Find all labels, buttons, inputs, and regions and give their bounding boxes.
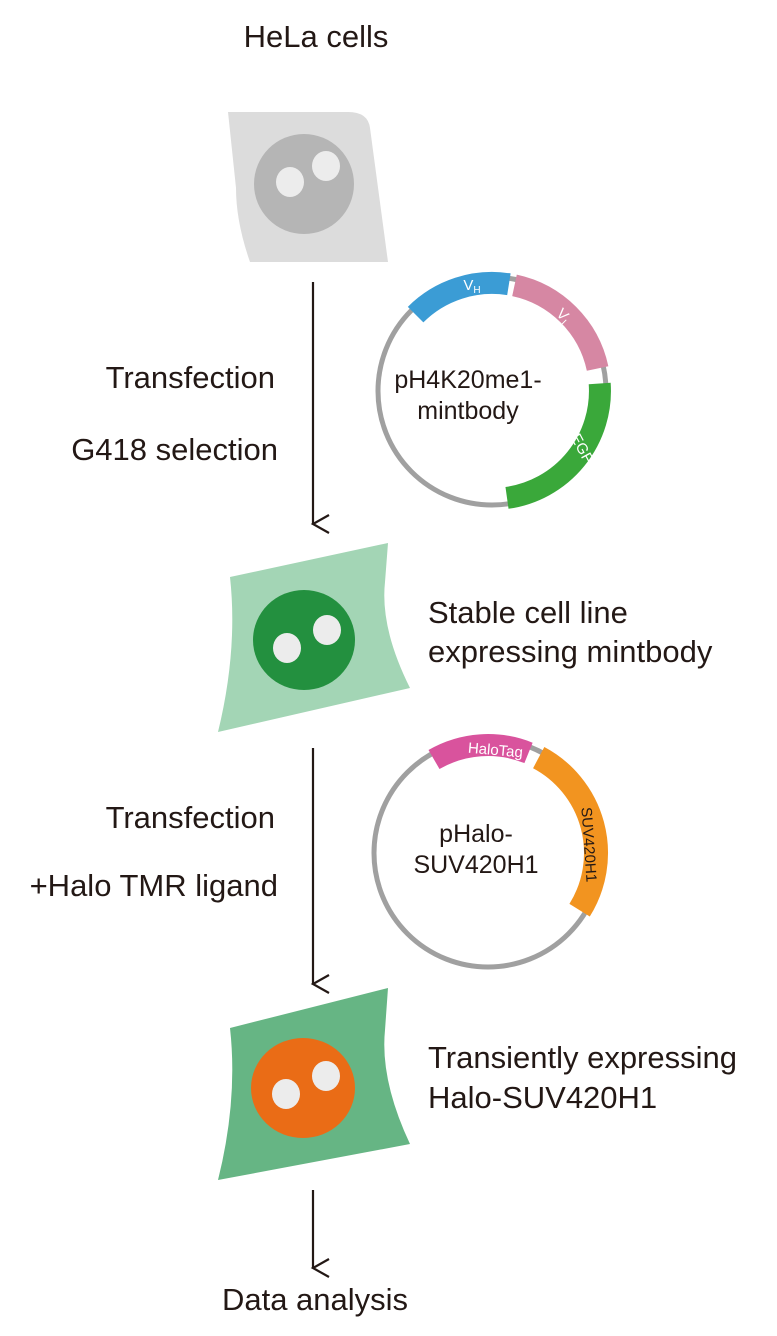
- halotag-segment: [428, 734, 533, 770]
- nucleolus-left: [272, 1079, 300, 1109]
- transfection-label-1: Transfection: [106, 360, 275, 395]
- plasmid2-name-line1: pHalo-: [439, 820, 513, 848]
- transient-cell-nucleus: [251, 1038, 355, 1138]
- nucleolus-right: [312, 151, 340, 181]
- g418-selection-label: G418 selection: [71, 432, 278, 467]
- nucleolus-right: [312, 1061, 340, 1091]
- nucleolus-left: [273, 633, 301, 663]
- hela-cells-label: HeLa cells: [244, 19, 389, 54]
- halotag-label: HaloTag: [467, 740, 523, 762]
- egfp-segment: [505, 382, 611, 509]
- data-analysis-label: Data analysis: [222, 1282, 408, 1317]
- suv420h1-label: SUV420H1: [577, 807, 599, 883]
- stable-line-label-2: expressing mintbody: [428, 634, 713, 669]
- plasmid2-name-line2: SUV420H1: [413, 851, 538, 879]
- stable-cell-nucleus: [253, 590, 355, 690]
- transfection-label-2: Transfection: [106, 800, 275, 835]
- plasmid1-name-line1: pH4K20me1-: [394, 366, 541, 394]
- transient-label-1: Transiently expressing: [428, 1040, 737, 1075]
- plasmid-ph4k20me1-mintbody: VH VL EGFP pH4K20me1- mintbody: [375, 271, 611, 509]
- suv420h1-segment: [532, 747, 609, 917]
- vl-segment: [511, 274, 609, 372]
- vh-label: VH: [463, 277, 480, 296]
- halo-tmr-ligand-label: +Halo TMR ligand: [30, 868, 278, 903]
- transient-label-2: Halo-SUV420H1: [428, 1080, 657, 1115]
- stable-line-label-1: Stable cell line: [428, 595, 628, 630]
- transient-cell-icon: [218, 988, 410, 1180]
- nucleolus-left: [276, 167, 304, 197]
- nucleolus-right: [313, 615, 341, 645]
- plasmid-phalo-suv420h1: HaloTag SUV420H1 pHalo- SUV420H1: [371, 734, 609, 970]
- plasmid1-name-line2: mintbody: [417, 397, 519, 425]
- hela-cell-icon: [228, 112, 388, 262]
- hela-cell-nucleus: [254, 134, 354, 234]
- vh-segment: [407, 271, 511, 323]
- stable-cell-icon: [218, 543, 410, 732]
